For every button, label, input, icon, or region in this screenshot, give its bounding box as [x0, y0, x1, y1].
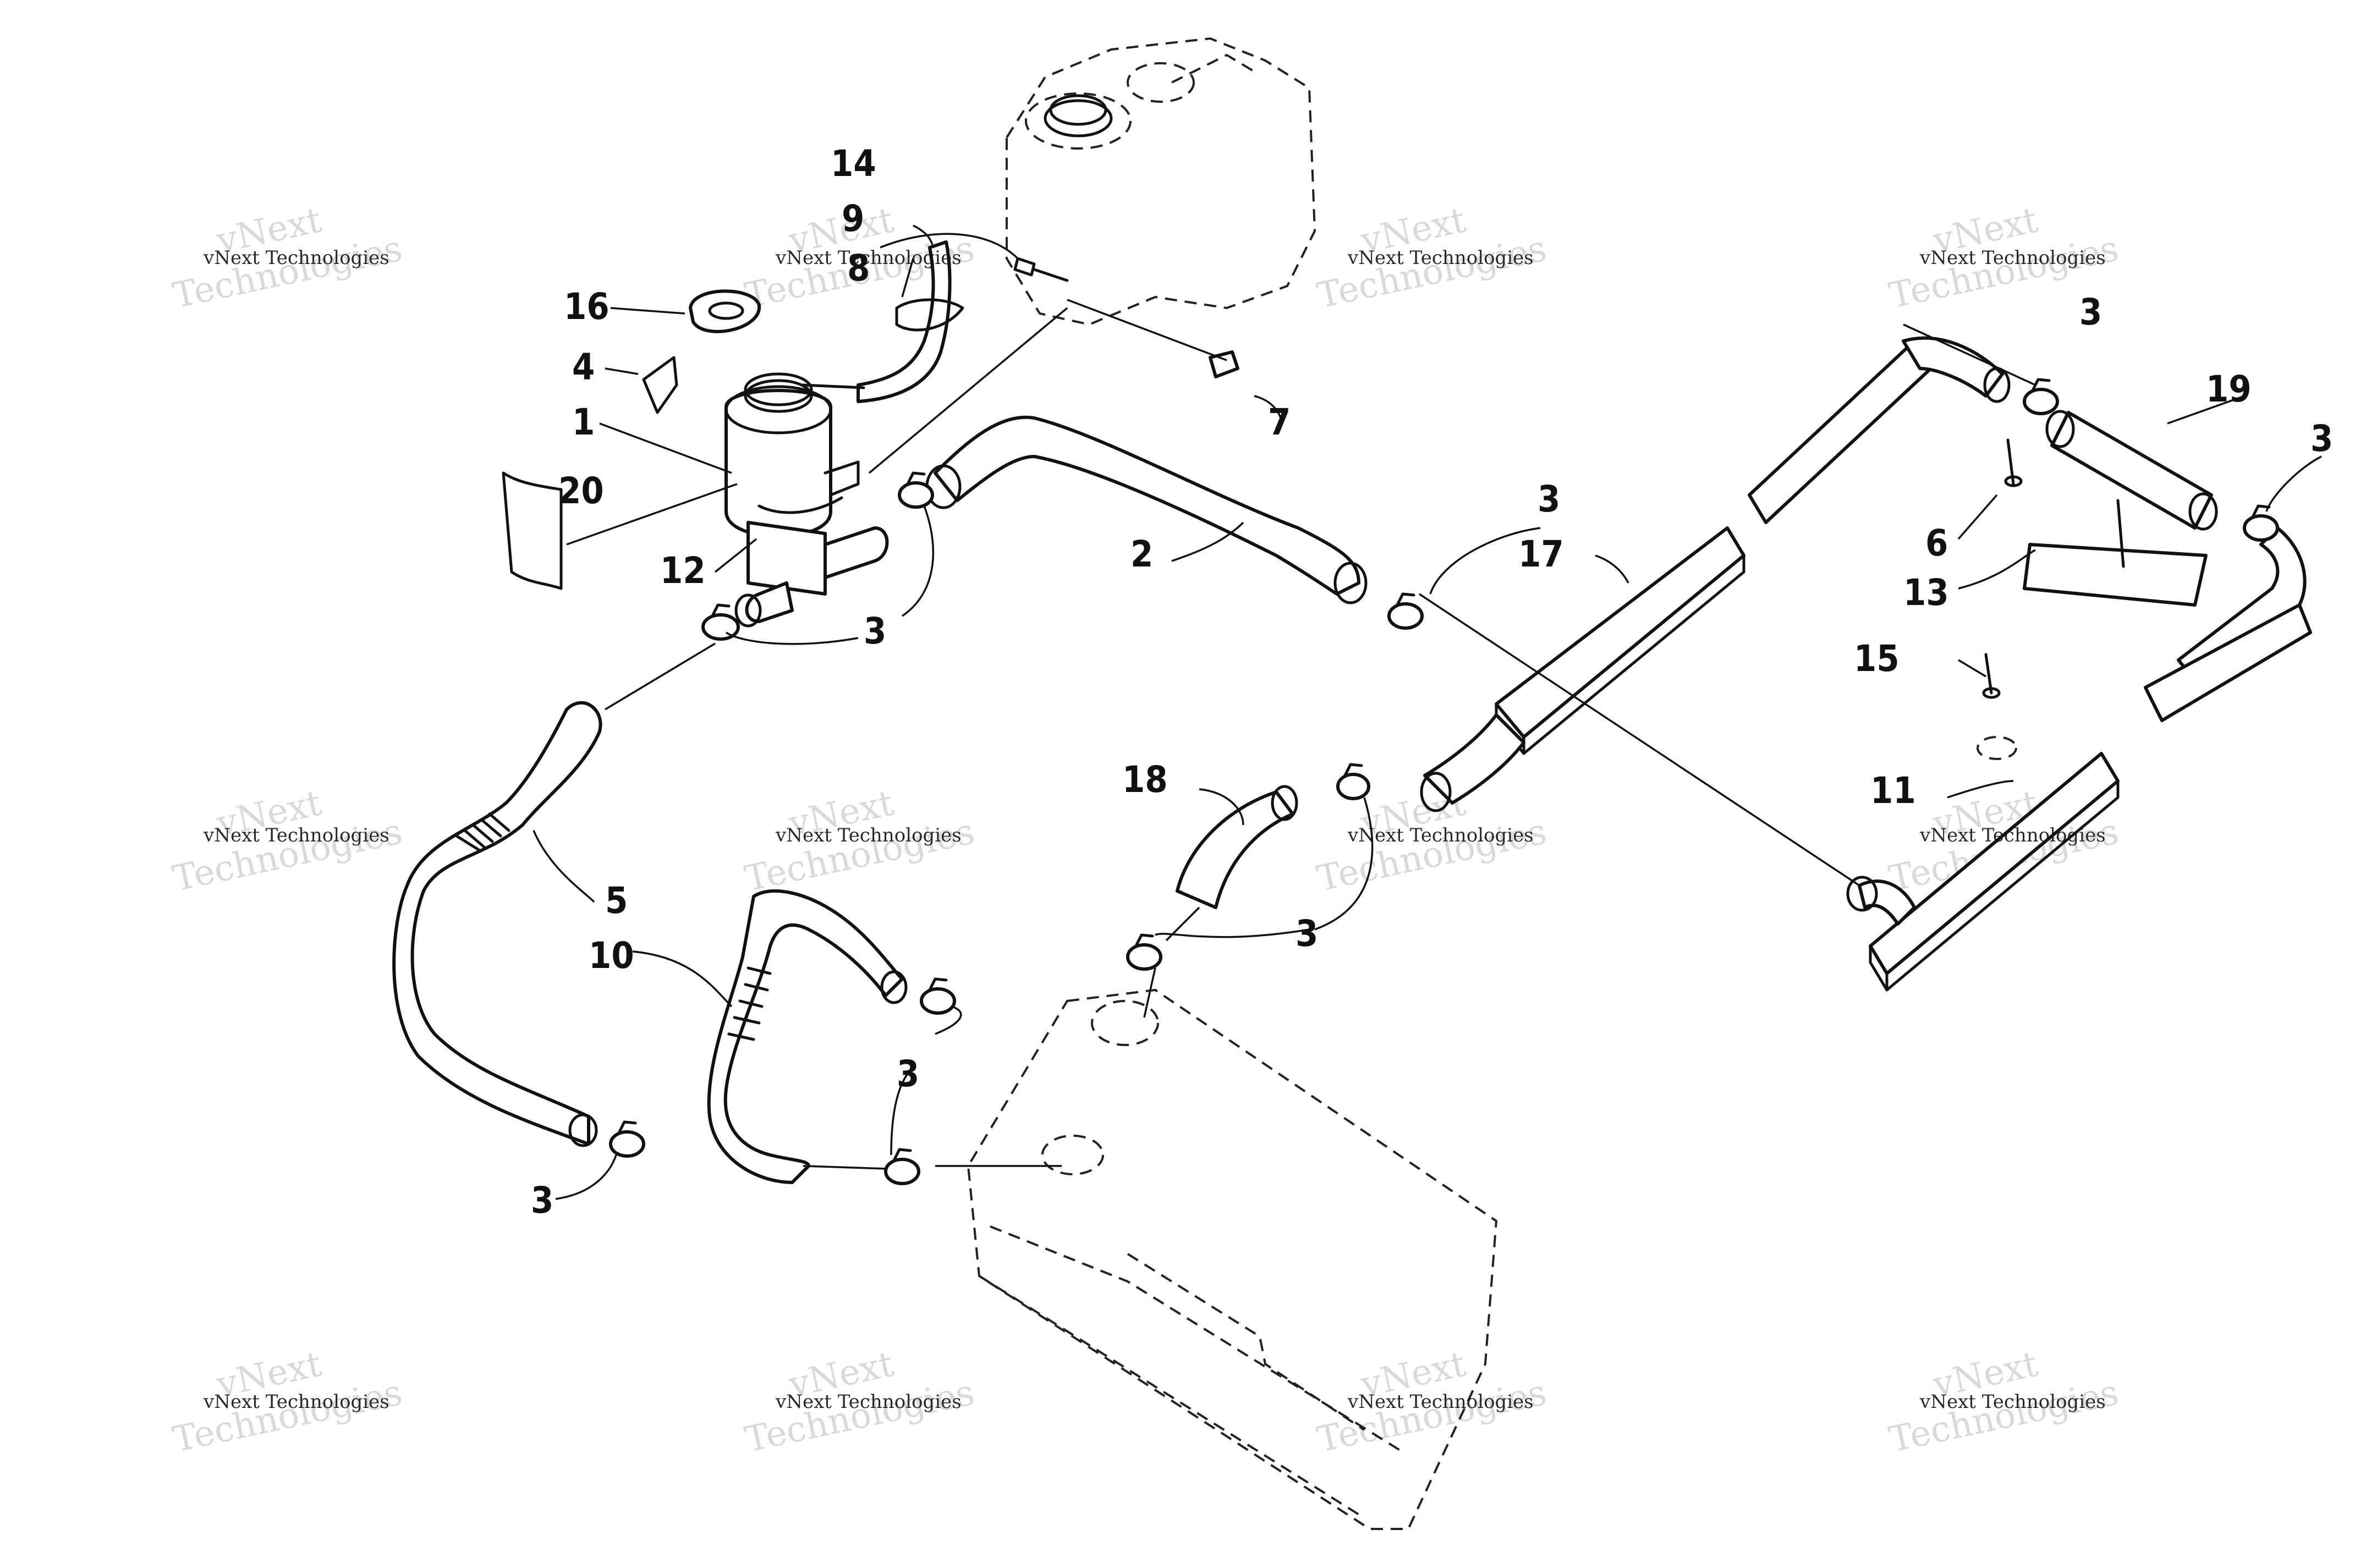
- callout-labels: 14 9 8 16 4 1 20 12 7 2 3 3 17 3 19 3 6 …: [531, 142, 2333, 1222]
- callout-19: 19: [2206, 368, 2252, 410]
- clamp: [898, 471, 934, 509]
- callout-11: 11: [1870, 769, 1916, 812]
- callout-15: 15: [1854, 637, 1900, 680]
- callout-4: 4: [572, 346, 595, 388]
- clamp: [2023, 378, 2059, 415]
- clamp: [920, 977, 956, 1015]
- callout-12: 12: [660, 549, 706, 592]
- callout-1: 1: [572, 401, 595, 443]
- callout-3: 3: [864, 610, 886, 652]
- watermark-text: vNext Technologies: [775, 1391, 962, 1413]
- callout-3: 3: [1295, 912, 1318, 955]
- watermark-labels: vNext Technologies vNext Technologies vN…: [203, 247, 2106, 1413]
- callout-3: 3: [2079, 291, 2102, 333]
- watermark-text: vNext Technologies: [775, 247, 962, 269]
- overflow-hose: [802, 240, 964, 403]
- watermark-text: vNext Technologies: [1919, 824, 2106, 846]
- clamp: [1336, 763, 1370, 800]
- fuel-tank-outline: [1006, 37, 1316, 326]
- watermark-text: vNext Technologies: [1919, 247, 2106, 269]
- callout-13: 13: [1903, 571, 1949, 614]
- watermark-text: vNext Technologies: [1347, 247, 1534, 269]
- heat-exchanger-19: [1748, 336, 2312, 722]
- watermark-text: vNext Technologies: [1919, 1391, 2106, 1413]
- heat-exchanger-11: [1846, 752, 2120, 992]
- callout-14: 14: [831, 142, 876, 185]
- watermark-text: vNext Technologies: [203, 824, 389, 846]
- reservoir-cap: [689, 289, 761, 333]
- clamp: [609, 1120, 645, 1158]
- watermark-text: vNext Technologies: [1347, 1391, 1534, 1413]
- callout-8: 8: [847, 247, 870, 289]
- leader-lines: [533, 224, 2322, 1200]
- watermark-text: vNext Technologies: [775, 824, 962, 846]
- callout-18: 18: [1122, 758, 1168, 801]
- callout-6: 6: [1925, 522, 1948, 564]
- callout-3: 3: [531, 1179, 553, 1222]
- clamp: [884, 1148, 920, 1185]
- callout-17: 17: [1518, 533, 1564, 575]
- watermark-text: vNext Technologies: [1347, 824, 1534, 846]
- hose-10: [707, 889, 908, 1184]
- hose-18: [1176, 785, 1298, 909]
- callout-7: 7: [1268, 401, 1291, 443]
- clamp: [1387, 592, 1424, 630]
- rivets: [1977, 438, 2023, 760]
- callout-20: 20: [558, 470, 604, 512]
- callout-3: 3: [1538, 478, 1560, 520]
- heat-exchanger-17: [1420, 526, 1745, 812]
- callout-9: 9: [842, 197, 864, 240]
- callout-5: 5: [605, 879, 628, 922]
- decal-4: [642, 356, 678, 414]
- callout-3: 3: [2310, 417, 2333, 460]
- clamp: [2243, 504, 2279, 542]
- decal-20: [502, 471, 563, 590]
- hose-clamps: [609, 378, 2279, 1185]
- coolant-reservoir: [724, 372, 889, 628]
- clamp: [1126, 933, 1162, 971]
- callout-10: 10: [589, 934, 634, 977]
- watermark-text: vNext Technologies: [203, 247, 389, 269]
- watermark-text: vNext Technologies: [203, 1391, 389, 1413]
- bolt-and-spacer: [1013, 257, 1239, 378]
- callout-3: 3: [897, 1053, 919, 1095]
- clamp: [701, 603, 740, 641]
- callout-16: 16: [564, 285, 610, 328]
- hose-5: [392, 701, 602, 1147]
- callout-2: 2: [1130, 533, 1153, 575]
- engine-block-outline: [967, 988, 1498, 1530]
